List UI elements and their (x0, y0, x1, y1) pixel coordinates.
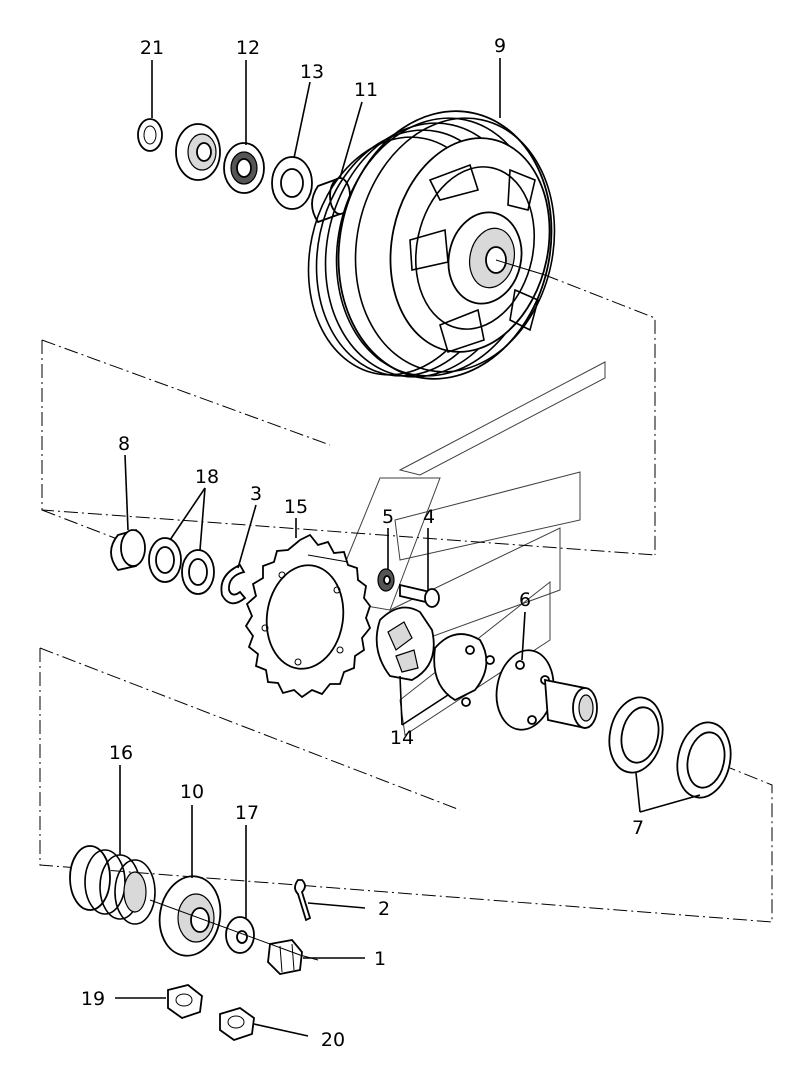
part-10-pressure-plate (158, 875, 222, 957)
callout-3: 3 (250, 483, 262, 505)
part-2-cotter-pin (294, 879, 312, 922)
part-19-nut (167, 984, 203, 1019)
part-20-nut (219, 1007, 255, 1041)
callout-10: 10 (180, 781, 204, 803)
part-5-washer (377, 568, 395, 592)
part-3-snap-ring (220, 563, 247, 605)
callout-15: 15 (284, 496, 308, 518)
leader-lines (115, 58, 701, 1037)
part-7-spacer-rings (608, 696, 732, 799)
part-8-bushing (110, 528, 146, 572)
part-17-washer (225, 916, 255, 954)
part-6-flange-hub (495, 649, 598, 731)
callout-13: 13 (300, 61, 324, 83)
part-1-castle-nut (267, 939, 303, 975)
callout-12: 12 (236, 37, 260, 59)
callout-17: 17 (235, 802, 259, 824)
part-15-sprocket (244, 533, 372, 699)
callout-4: 4 (423, 506, 435, 528)
part-18-rings (148, 537, 215, 595)
part-16-spring (69, 845, 156, 925)
callout-7: 7 (632, 817, 644, 839)
part-13-ring (271, 156, 313, 210)
callout-11: 11 (354, 79, 378, 101)
part-9-pulley (307, 110, 556, 380)
callout-19: 19 (81, 988, 105, 1010)
callout-20: 20 (321, 1029, 345, 1051)
part-12-bearing (175, 123, 265, 194)
callout-14: 14 (390, 727, 414, 749)
callout-5: 5 (382, 506, 394, 528)
callout-21: 21 (140, 37, 164, 59)
callout-8: 8 (118, 433, 130, 455)
callout-labels: 21 12 13 11 9 8 18 3 15 5 4 6 14 7 16 10… (81, 35, 644, 1051)
part-14-coupling (375, 606, 495, 707)
callout-2: 2 (378, 898, 390, 920)
callout-18: 18 (195, 466, 219, 488)
callout-6: 6 (519, 589, 531, 611)
callout-9: 9 (494, 35, 506, 57)
callout-1: 1 (374, 948, 386, 970)
part-4-bolt (399, 583, 440, 608)
part-21-washer (137, 118, 163, 152)
callout-16: 16 (109, 742, 133, 764)
